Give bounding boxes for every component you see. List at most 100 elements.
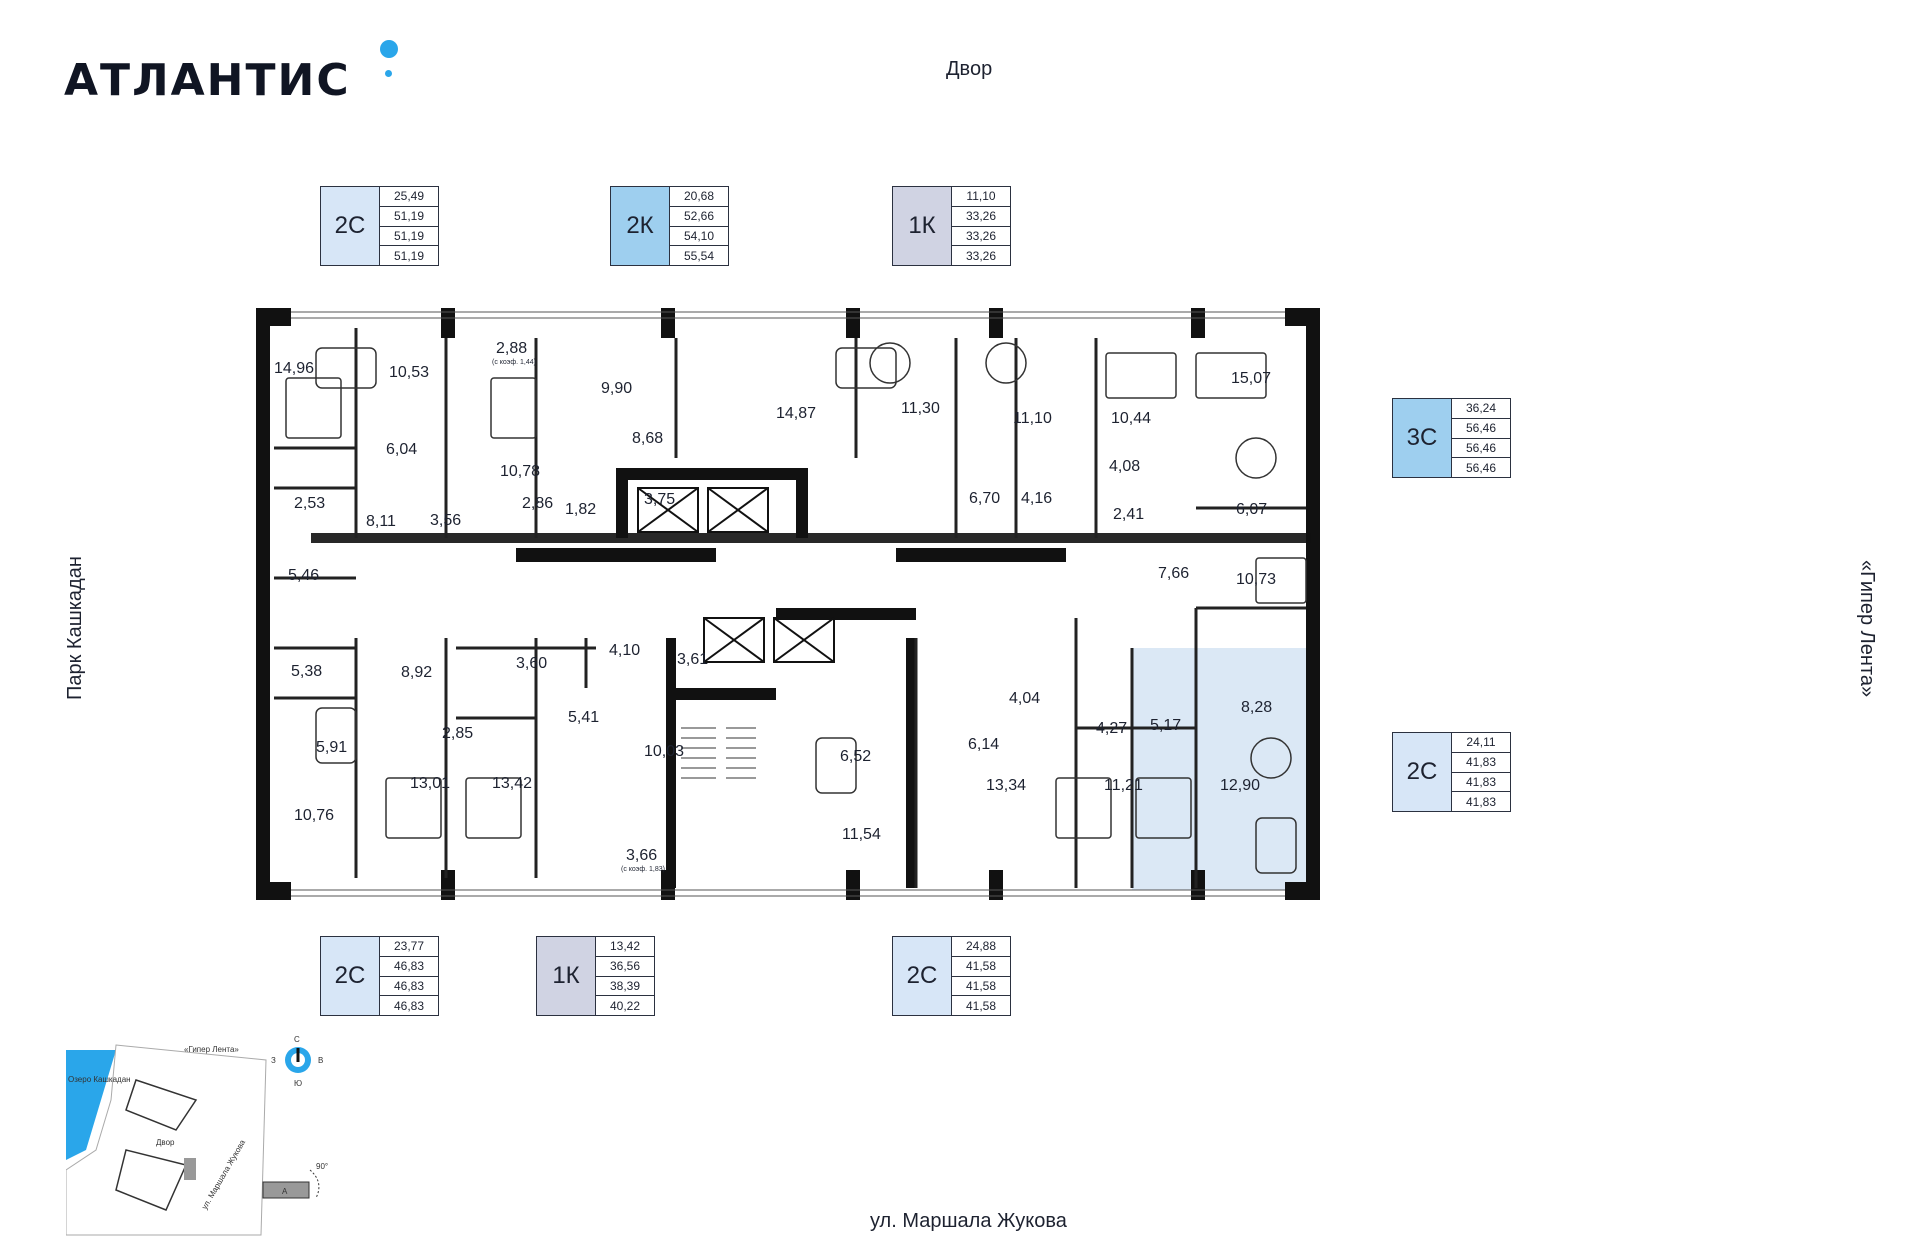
room-area: 6,52 xyxy=(840,748,871,765)
legend-area-full: 56,46 xyxy=(1465,460,1497,475)
site-map-hyper-label: «Гипер Лента» xyxy=(184,1045,239,1054)
room-area: 3,66 xyxy=(626,847,657,864)
legend-type: 3С xyxy=(1393,399,1452,477)
legend-area-living: 23,77 xyxy=(380,937,438,957)
windows xyxy=(291,311,1285,897)
legend-area-total: 56,46 xyxy=(1452,419,1510,439)
staircase xyxy=(681,727,756,779)
room-area: 11,21 xyxy=(1104,777,1143,794)
apartment-legend[interactable]: 1К 13,42 36,56 38,39 40,22 xyxy=(536,936,655,1016)
room-area: 13,01 xyxy=(410,775,450,792)
room-area: 8,28 xyxy=(1241,699,1272,716)
legend-area-total: 33,26 xyxy=(952,207,1010,227)
legend-area-full: 51,19 xyxy=(393,248,425,263)
room-area: 6,07 xyxy=(1236,501,1267,518)
apartment-legend[interactable]: 2К 20,68 52,66 54,10 55,54 xyxy=(610,186,729,266)
apartment-legend[interactable]: 3С 36,24 56,46 56,46 56,46 xyxy=(1392,398,1511,478)
room-area: 7,66 xyxy=(1158,565,1189,582)
room-area: 6,04 xyxy=(386,441,417,458)
room-area: 5,91 xyxy=(316,739,347,756)
legend-type: 2С xyxy=(1393,733,1452,811)
legend-area-balcony: 51,19 xyxy=(380,227,438,247)
room-area: 9,90 xyxy=(601,380,632,397)
room-area: 2,41 xyxy=(1113,506,1144,523)
legend-type: 2С xyxy=(893,937,952,1015)
legend-area-living: 20,68 xyxy=(670,187,728,207)
street-label-right: «Гипер Лента» xyxy=(1856,560,1878,698)
room-area: 10,53 xyxy=(389,364,429,381)
legend-area-full: 55,54 xyxy=(683,248,715,263)
legend-type: 2С xyxy=(321,187,380,265)
legend-area-balcony: 46,83 xyxy=(380,977,438,997)
section-angle: 90° xyxy=(316,1162,328,1171)
site-map: Озеро Кашкадан «Гипер Лента» Двор ул. Ма… xyxy=(66,1044,267,1236)
legend-area-living: 25,49 xyxy=(380,187,438,207)
apartment-legend[interactable]: 2С 24,11 41,83 41,83 41,83 xyxy=(1392,732,1511,812)
legend-area-balcony: 38,39 xyxy=(596,977,654,997)
legend-area-balcony: 33,26 xyxy=(952,227,1010,247)
legend-area-full: 41,83 xyxy=(1465,794,1497,809)
furniture xyxy=(285,342,1307,874)
room-area: 4,04 xyxy=(1009,690,1040,707)
room-area: 12,90 xyxy=(1220,777,1260,794)
legend-area-total: 41,58 xyxy=(952,957,1010,977)
legend-type: 2С xyxy=(321,937,380,1015)
room-area: 14,87 xyxy=(776,405,816,422)
room-area: 1,82 xyxy=(565,501,596,518)
legend-area-living: 11,10 xyxy=(952,187,1010,207)
room-area: 2,86 xyxy=(522,495,553,512)
room-area: 5,17 xyxy=(1150,717,1181,734)
legend-area-total: 46,83 xyxy=(380,957,438,977)
room-area: 2,85 xyxy=(442,725,473,742)
apartment-legend[interactable]: 2С 25,49 51,19 51,19 51,19 xyxy=(320,186,439,266)
room-area: 4,16 xyxy=(1021,490,1052,507)
brand-logo-dot-small xyxy=(385,70,392,77)
compass: С Ю З В xyxy=(271,1035,323,1088)
partition-walls xyxy=(274,328,1306,888)
brand-logo-dot xyxy=(380,40,398,58)
legend-type: 2К xyxy=(611,187,670,265)
room-area: 11,54 xyxy=(842,826,881,843)
room-area: 10,03 xyxy=(644,743,684,760)
legend-area-living: 13,42 xyxy=(596,937,654,957)
section-indicator: А 90° xyxy=(262,1162,328,1199)
street-label-top: Двор xyxy=(946,58,993,80)
room-note: (с коэф. 1,83) xyxy=(621,866,665,873)
room-area: 5,46 xyxy=(288,567,319,584)
room-area: 10,73 xyxy=(1236,571,1276,588)
legend-area-living: 24,88 xyxy=(952,937,1010,957)
site-map-yard-label: Двор xyxy=(156,1138,175,1147)
room-area: 15,07 xyxy=(1231,370,1271,387)
apartment-legend[interactable]: 2С 24,88 41,58 41,58 41,58 xyxy=(892,936,1011,1016)
room-area: 13,42 xyxy=(492,775,532,792)
room-area: 2,53 xyxy=(294,495,325,512)
room-area: 6,14 xyxy=(968,736,999,753)
room-area: 8,92 xyxy=(401,664,432,681)
room-area: 3,61 xyxy=(677,651,708,668)
site-map-lake-label: Озеро Кашкадан xyxy=(68,1075,131,1084)
street-label-bottom: ул. Маршала Жукова xyxy=(870,1210,1067,1232)
room-area: 10,44 xyxy=(1111,410,1151,427)
legend-area-balcony: 54,10 xyxy=(670,227,728,247)
room-area: 6,70 xyxy=(969,490,1000,507)
compass-north: С xyxy=(294,1035,300,1044)
legend-type: 1К xyxy=(537,937,596,1015)
legend-area-total: 51,19 xyxy=(380,207,438,227)
legend-area-living: 36,24 xyxy=(1452,399,1510,419)
section-label: А xyxy=(282,1187,288,1196)
room-area: 3,60 xyxy=(516,655,547,672)
room-area: 14,96 xyxy=(274,360,314,377)
legend-area-full: 41,58 xyxy=(965,998,997,1013)
compass-west: З xyxy=(271,1056,276,1065)
legend-area-total: 41,83 xyxy=(1452,753,1510,773)
legend-area-balcony: 41,83 xyxy=(1452,773,1510,793)
room-area: 5,41 xyxy=(568,709,599,726)
apartment-legend[interactable]: 2С 23,77 46,83 46,83 46,83 xyxy=(320,936,439,1016)
legend-area-balcony: 56,46 xyxy=(1452,439,1510,459)
apartment-legend[interactable]: 1К 11,10 33,26 33,26 33,26 xyxy=(892,186,1011,266)
room-area: 2,88 xyxy=(496,340,527,357)
room-area: 8,11 xyxy=(366,513,396,530)
room-area: 3,75 xyxy=(644,491,675,508)
highlighted-apartment[interactable] xyxy=(1132,648,1311,890)
room-labels: 14,96 10,53 2,88 (с коэф. 1,44) 9,90 14,… xyxy=(274,340,1276,873)
